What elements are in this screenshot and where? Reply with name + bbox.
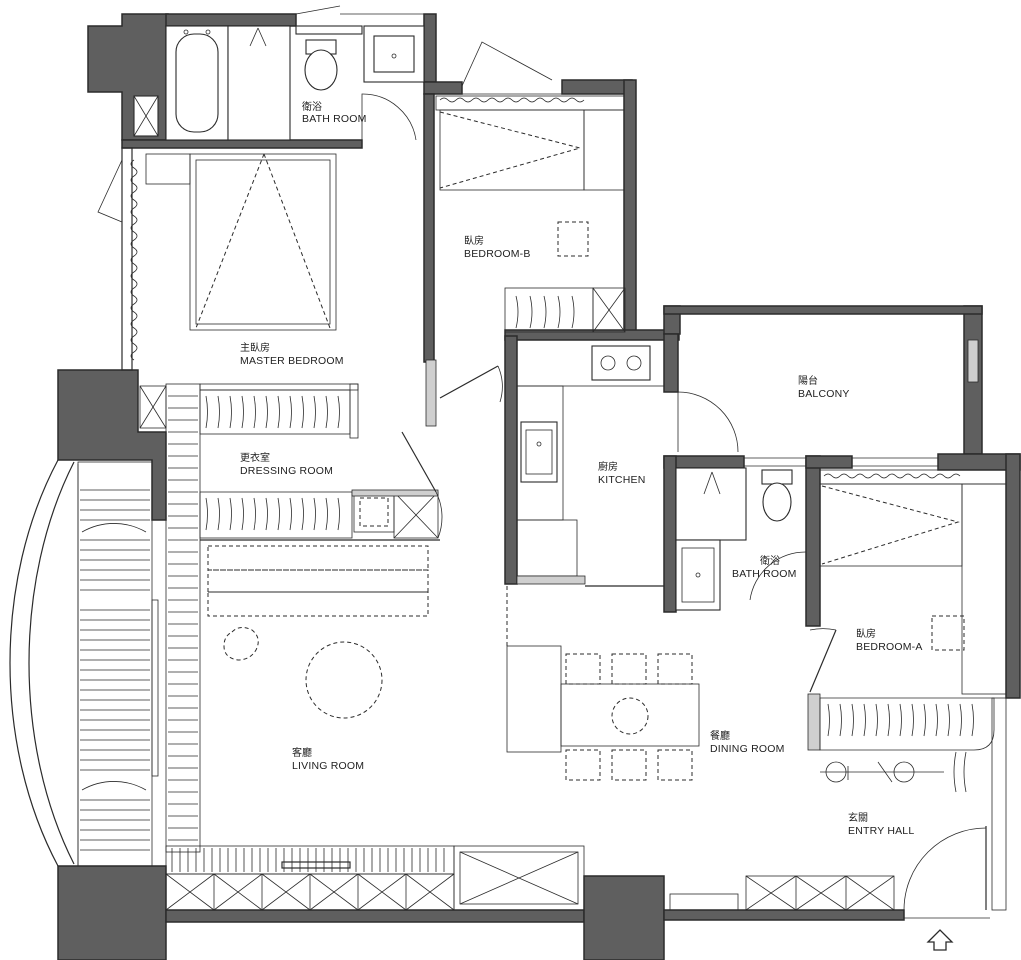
entry-fixtures [669,697,1007,919]
bath-mid-label-en: BATH ROOM [732,568,797,580]
entry-arrow-icon [926,929,954,951]
bedroom-b-label-zh: 臥房 [464,234,484,247]
entry-hall-label-en: ENTRY HALL [848,825,914,837]
kitchen-label-en: KITCHEN [598,474,646,486]
bath-mid-fixtures [675,457,807,612]
dining-fixtures [506,586,700,781]
bedroom-a-label-zh: 臥房 [856,627,876,640]
dining-room-label-en: DINING ROOM [710,743,785,755]
balcony-label-en: BALCONY [798,388,850,400]
entry-hall-label-zh: 玄關 [848,811,868,824]
master-bedroom-label-en: MASTER BEDROOM [240,355,344,367]
bath-top-label-en: BATH ROOM [302,113,367,125]
bedroom-b-label-en: BEDROOM-B [464,248,531,260]
dining-room-label-zh: 餐廳 [710,729,730,742]
dressing-room-fixtures [199,359,443,541]
room-labels: 衛浴 BATH ROOM 臥房 BEDROOM-B 主臥房 MASTER BED… [240,100,923,837]
bath-top-fixtures [133,5,425,141]
walls [57,13,1021,960]
living-room-label-en: LIVING ROOM [292,760,364,772]
dressing-room-label-zh: 更衣室 [240,451,270,464]
bath-mid-label-zh: 衛浴 [760,554,780,567]
master-bedroom-label-zh: 主臥房 [240,341,270,354]
dressing-room-label-en: DRESSING ROOM [240,465,333,477]
master-bedroom-fixtures [97,153,337,429]
bath-top-label-zh: 衛浴 [302,100,322,113]
kitchen-label-zh: 廚房 [598,460,618,473]
bedroom-a-fixtures [807,457,1007,751]
bedroom-b-fixtures [434,41,626,403]
living-room-fixtures [9,383,585,911]
kitchen-fixtures [516,339,979,587]
bedroom-a-label-en: BEDROOM-A [856,641,923,653]
living-room-label-zh: 客廳 [292,746,312,759]
balcony-label-zh: 陽台 [798,374,818,387]
